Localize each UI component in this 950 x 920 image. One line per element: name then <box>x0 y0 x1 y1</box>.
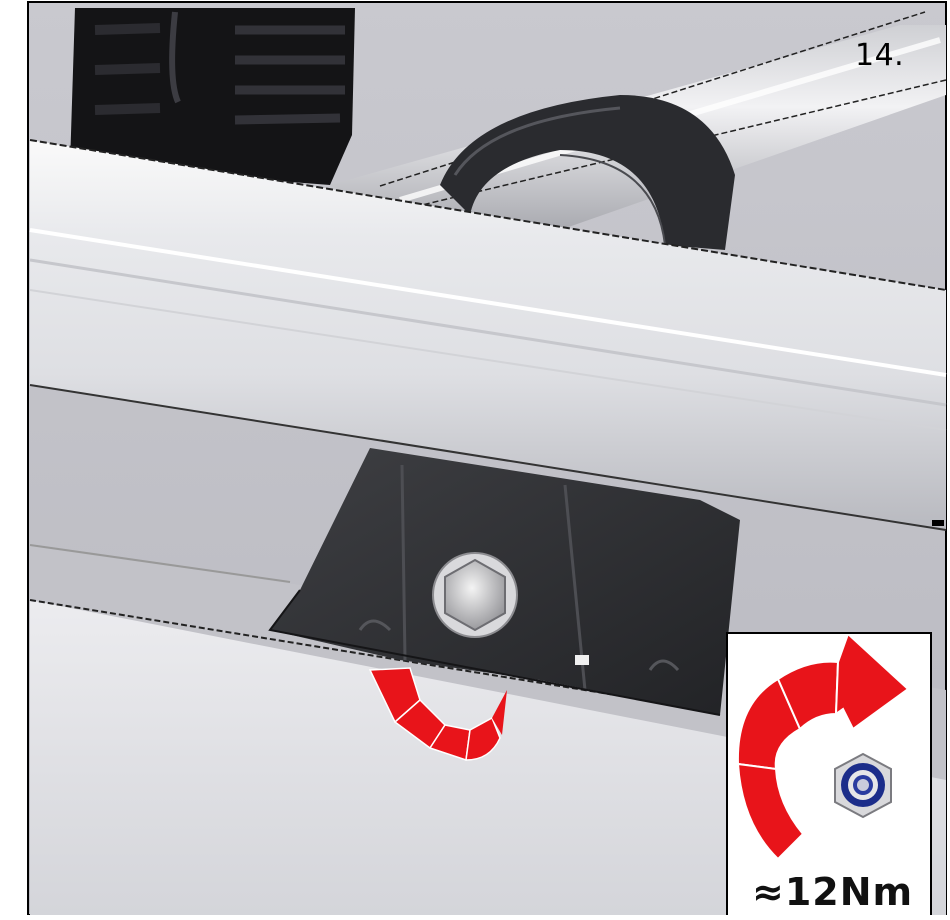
torque-inset-drawing <box>736 634 910 861</box>
torque-value-label: ≈12Nm <box>752 870 914 914</box>
bolt-head <box>432 552 518 638</box>
lock-nut-icon <box>834 752 892 819</box>
black-bellows-part <box>70 8 355 185</box>
curved-arrow-icon <box>368 667 507 761</box>
step-number: 14. <box>855 38 905 73</box>
main-rail <box>29 139 947 531</box>
tube-clamp <box>440 95 735 250</box>
curved-arrow-icon <box>736 634 910 861</box>
edge-marker <box>932 520 944 526</box>
torque-inset-panel <box>726 632 932 915</box>
